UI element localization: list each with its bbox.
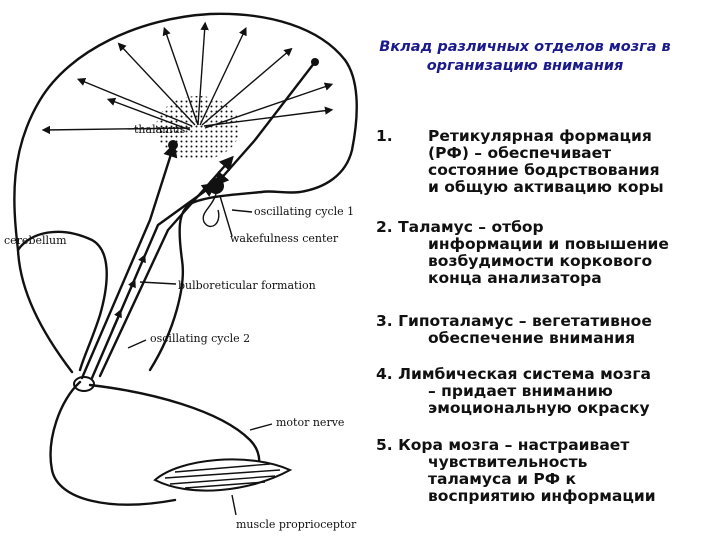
label-bulboreticular-formation: bulboreticular formation <box>178 279 316 292</box>
label-motor-nerve: motor nerve <box>276 416 344 429</box>
label-oscillating-cycle-1: oscillating cycle 1 <box>254 205 354 218</box>
muscle <box>155 459 290 490</box>
list-number: 4. <box>376 365 393 383</box>
list-line: Гипоталамус – вегетативное <box>398 312 652 330</box>
list-item-1: 1. Ретикулярная формация (РФ) – обеспечи… <box>376 128 716 196</box>
label-oscillating-cycle-2: oscillating cycle 2 <box>150 332 250 345</box>
list-number: 5. <box>376 436 393 454</box>
list-line: эмоциональную окраску <box>376 400 716 417</box>
cortex-node <box>311 58 319 66</box>
list-line: – придает вниманию <box>376 383 716 400</box>
list-item-4: 4. Лимбическая система мозга – придает в… <box>376 366 716 417</box>
list-line: Ретикулярная формация <box>376 128 716 145</box>
list-line: Кора мозга – настраивает <box>398 436 629 454</box>
list-line: (РФ) – обеспечивает <box>376 145 716 162</box>
spinal-loop <box>51 382 175 505</box>
label-muscle-proprioceptor: muscle proprioceptor <box>236 518 357 531</box>
list-line: состояние бодрствования <box>376 162 716 179</box>
list-line: возбудимости коркового <box>376 253 716 270</box>
list-line: чувствительность <box>376 454 716 471</box>
label-thalamus: thalamus <box>134 123 186 136</box>
list-line: таламуса и РФ к <box>376 471 716 488</box>
list-number: 2. <box>376 218 393 236</box>
list-line: информации и повышение <box>376 236 716 253</box>
head-outline <box>14 14 356 372</box>
slide-title-line-1: Вклад различных отделов мозга в <box>350 38 700 57</box>
label-wakefulness-center: wakefulness center <box>230 232 339 245</box>
list-line: и общую активацию коры <box>376 179 716 196</box>
list-line: конца анализатора <box>376 270 716 287</box>
list-line: Лимбическая система мозга <box>398 365 651 383</box>
list-line: обеспечение внимания <box>376 330 716 347</box>
list-item-5: 5. Кора мозга – настраивает чувствительн… <box>376 437 716 505</box>
list-item-2: 2. Таламус – отбор информации и повышени… <box>376 219 716 287</box>
list-number: 3. <box>376 312 393 330</box>
list-line: восприятию информации <box>376 488 716 505</box>
list-line: Таламус – отбор <box>398 218 544 236</box>
list-item-3: 3. Гипоталамус – вегетативное обеспечени… <box>376 313 716 347</box>
label-cerebellum: cerebellum <box>4 234 67 247</box>
list-number: 1. <box>376 128 393 145</box>
slide-title-line-2: организацию внимания <box>350 57 700 76</box>
slide-title: Вклад различных отделов мозга в организа… <box>350 38 700 76</box>
